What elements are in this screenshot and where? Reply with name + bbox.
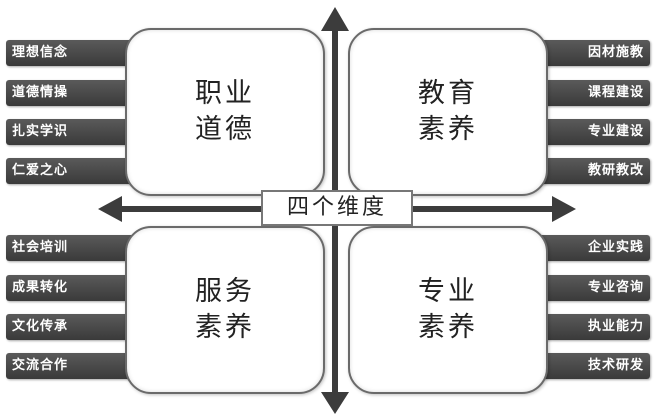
- arrow-right-icon: [552, 196, 576, 222]
- quadrant-service-literacy: 服务 素养: [125, 226, 325, 394]
- quadrant-education-literacy: 教育 素养: [348, 28, 548, 196]
- quadrant-title-line1: 服务: [195, 276, 255, 307]
- quadrant-title-line1: 职业: [195, 78, 255, 109]
- quadrant-title-line2: 素养: [195, 312, 255, 343]
- quadrant-title-line2: 道德: [195, 114, 255, 145]
- quadrant-title-line1: 教育: [418, 78, 478, 109]
- quadrant-professional-ethics: 职业 道德: [125, 28, 325, 196]
- arrow-left-icon: [98, 196, 122, 222]
- center-label: 四个维度: [261, 190, 413, 226]
- arrow-up-icon: [321, 7, 349, 31]
- arrow-down-icon: [321, 392, 349, 414]
- quadrant-professional-literacy: 专业 素养: [348, 226, 548, 394]
- quadrant-title-line2: 素养: [418, 312, 478, 343]
- quadrant-title-line2: 素养: [418, 114, 478, 145]
- quadrant-title-line1: 专业: [418, 276, 478, 307]
